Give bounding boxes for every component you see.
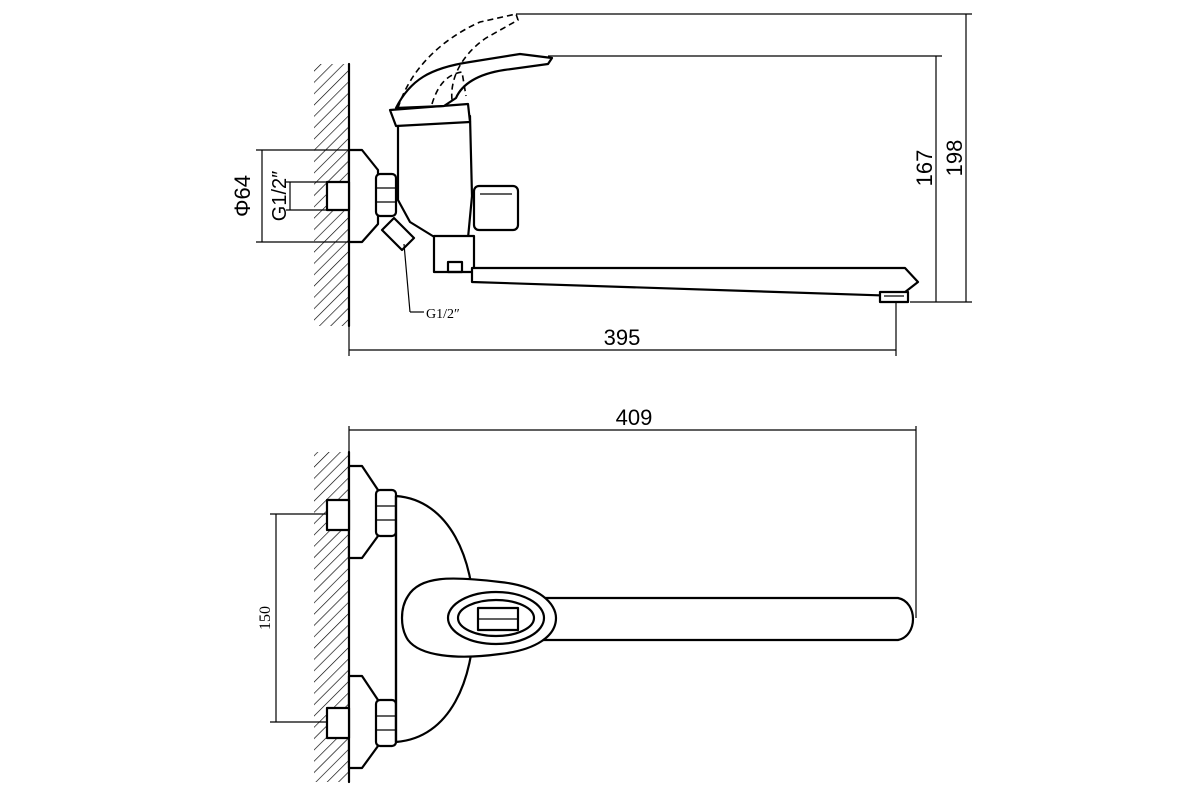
dim-length-409: 409 — [616, 405, 653, 430]
top-view: 409 150 — [257, 405, 917, 784]
inlet-fitting — [380, 216, 416, 252]
faucet-body — [396, 114, 474, 240]
spout-top — [498, 596, 914, 642]
dim-diameter-64: Φ64 — [230, 175, 255, 217]
spout — [470, 266, 920, 298]
wall-pipe — [325, 180, 351, 212]
diverter-knob — [472, 184, 520, 232]
dim-length-395: 395 — [604, 325, 641, 350]
dim-thread-inlet: G1/2″ — [426, 307, 460, 322]
eccentric-fitting — [347, 148, 380, 244]
dim-height-198: 198 — [942, 140, 967, 177]
dim-spacing-150: 150 — [257, 606, 274, 630]
eccentric-fitting-upper — [347, 464, 380, 560]
dim-height-167: 167 — [912, 150, 937, 187]
eccentric-fitting-lower — [347, 674, 380, 770]
wall-pipe-upper — [325, 498, 351, 532]
union-nut — [374, 172, 398, 218]
wall-pipe-lower — [325, 706, 351, 740]
union-nut-lower — [374, 698, 398, 748]
aerator — [878, 290, 910, 304]
lever-handle — [394, 52, 554, 110]
union-nut-upper — [374, 488, 398, 538]
dim-thread-vertical: G1/2″ — [269, 171, 291, 221]
spout-collar — [432, 234, 476, 274]
side-view: Φ64 G1/2″ G1/2″ 395 167 198 — [230, 13, 972, 356]
